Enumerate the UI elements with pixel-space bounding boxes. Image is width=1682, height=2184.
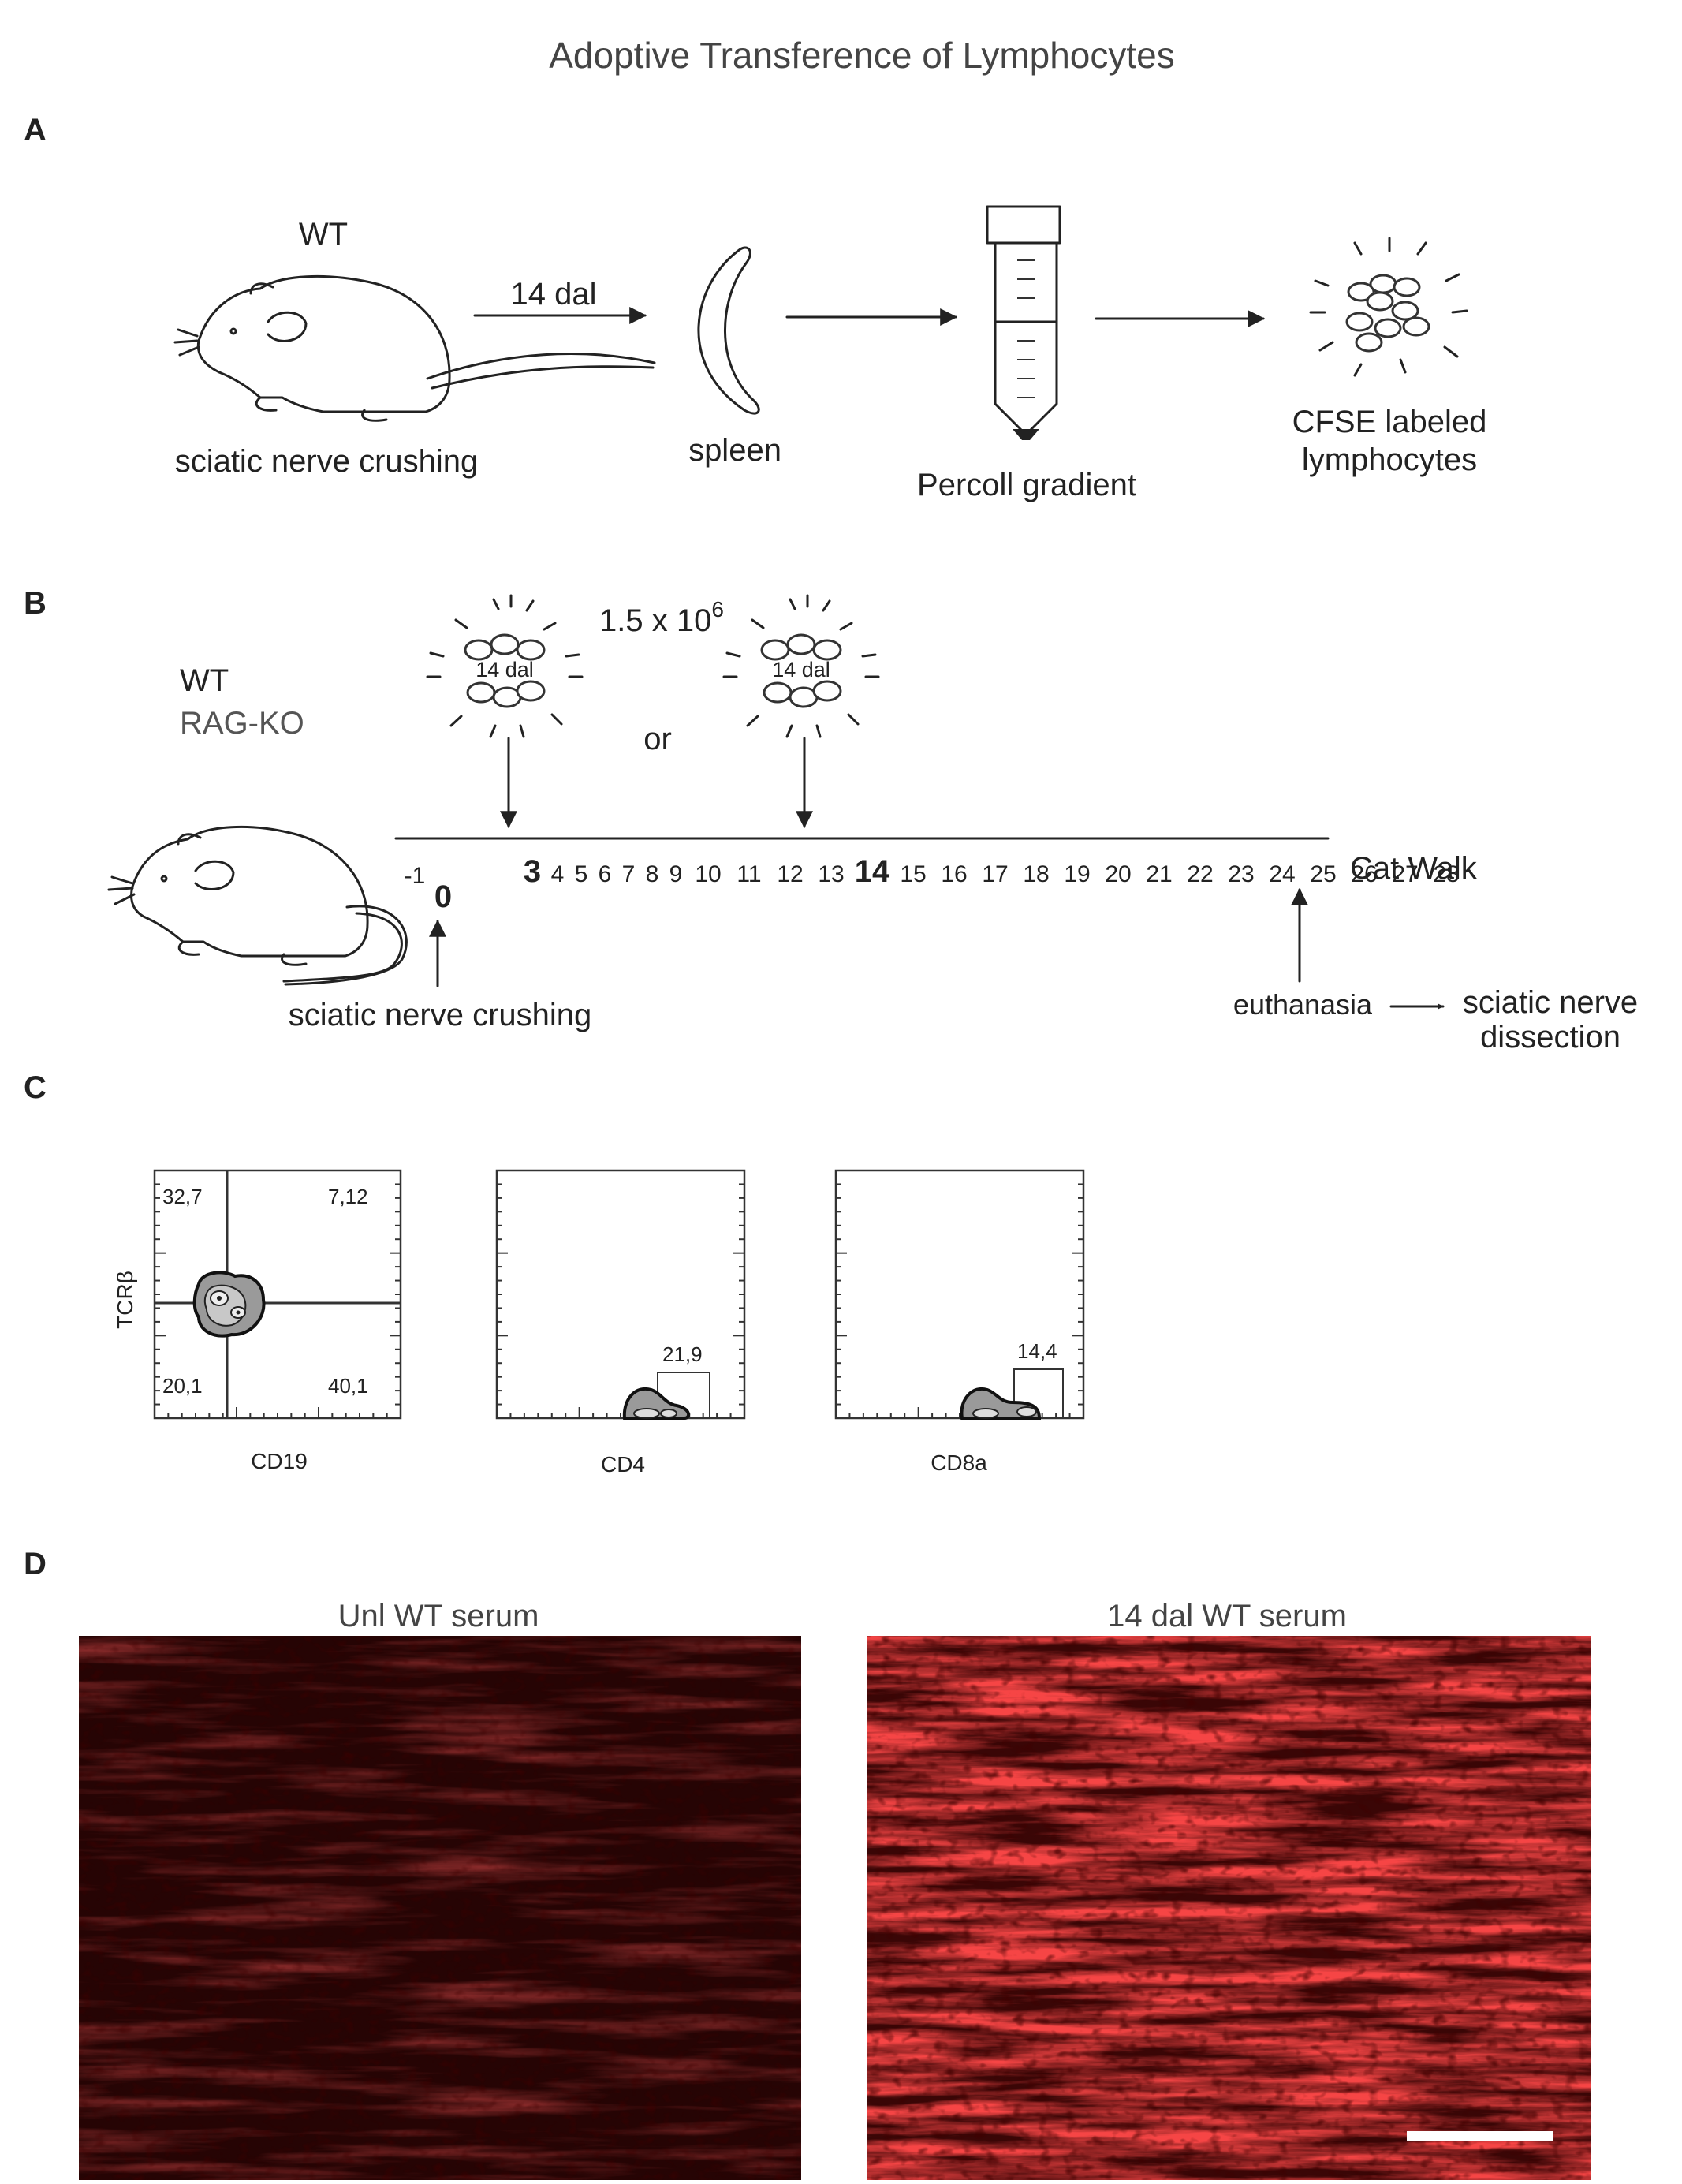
contour-cd8a	[960, 1387, 1042, 1420]
quadrant-bottom-right: 40,1	[328, 1374, 368, 1398]
gate-value-cd8a: 14,4	[1017, 1339, 1057, 1363]
panel-b-letter: B	[24, 586, 47, 621]
lymphocyte-cluster-icon	[1309, 237, 1468, 377]
cells-caption-line1: CFSE labeled	[1292, 405, 1487, 439]
or-label: or	[643, 722, 672, 756]
spleen-caption: spleen	[688, 433, 781, 468]
micrograph-unl-wt-serum	[79, 1636, 801, 2180]
timeline-tick-21: 21	[1146, 861, 1172, 887]
timeline-tick-6: 6	[599, 861, 612, 887]
timeline-end-label: Cat Walk	[1350, 851, 1478, 886]
euthanasia-label: euthanasia	[1233, 988, 1373, 1021]
timeline-tick-13: 13	[818, 861, 844, 887]
spleen-icon	[697, 246, 760, 415]
mouse-icon	[173, 274, 656, 422]
timeline-tick-12: 12	[777, 861, 803, 887]
panel-a: A WT sciatic nerve crushing 14 dal splee…	[24, 113, 1486, 502]
timeline-tick-28: 28	[1433, 861, 1459, 887]
flow-plot-cd8a: 14,4 CD8a	[834, 1169, 1085, 1475]
right-image-title: 14 dal WT serum	[1107, 1599, 1347, 1633]
panel-c-letter: C	[24, 1070, 47, 1105]
timeline-tick-23: 23	[1228, 861, 1254, 887]
timeline-tick-22: 22	[1187, 861, 1213, 887]
strain-wt-label: WT	[180, 663, 229, 698]
figure-title: Adoptive Transference of Lymphocytes	[549, 35, 1175, 76]
left-image-title: Unl WT serum	[338, 1599, 539, 1633]
cluster-day3-label: 14 dal	[476, 658, 534, 681]
quadrant-top-right: 7,12	[328, 1185, 368, 1208]
flow-plot-cd19: 32,7 7,12 20,1 40,1 CD19 TCRβ	[113, 1169, 402, 1473]
timeline-tick-4: 4	[551, 861, 565, 887]
panel-a-letter: A	[24, 113, 47, 147]
timeline-tick-7: 7	[622, 861, 636, 887]
x-axis-label-cd8a: CD8a	[931, 1450, 987, 1475]
timeline-tick-15: 15	[900, 861, 926, 887]
panel-d: D Unl WT serum 14 dal WT serum	[24, 1547, 1591, 2180]
contour-cd19	[192, 1271, 266, 1338]
gate-value-cd4: 21,9	[662, 1342, 703, 1366]
tube-caption: Percoll gradient	[917, 468, 1136, 502]
timeline-tick-17: 17	[982, 861, 1008, 887]
mouse-icon-b	[107, 825, 408, 986]
quadrant-bottom-left: 20,1	[162, 1374, 203, 1398]
quadrant-top-left: 32,7	[162, 1185, 203, 1208]
cell-dose-exponent: 6	[711, 597, 724, 622]
cell-dose-base: 1.5 x 10	[599, 603, 711, 638]
scale-bar	[1407, 2131, 1553, 2141]
cluster-day14-label: 14 dal	[772, 658, 830, 681]
timeline-tick-10: 10	[695, 861, 721, 887]
cell-dose-label: 1.5 x 106	[599, 597, 724, 638]
crush-label: sciatic nerve crushing	[289, 998, 592, 1032]
arrow-time-label: 14 dal	[511, 277, 597, 312]
timeline-tick-8: 8	[646, 861, 659, 887]
timeline-tick-19: 19	[1064, 861, 1090, 887]
timeline-tick-24: 24	[1269, 861, 1295, 887]
lymphocyte-cluster-day3: 14 dal	[426, 594, 584, 738]
x-axis-label-cd19: CD19	[251, 1449, 308, 1473]
panel-c: C 32,7 7,12 20,1 40,1 CD19 TCRβ	[24, 1070, 1085, 1477]
timeline-tick-9: 9	[669, 861, 683, 887]
timeline-tick-25: 25	[1310, 861, 1336, 887]
strain-ragko-label: RAG-KO	[180, 706, 304, 741]
panel-a-strain-label: WT	[299, 217, 348, 252]
contour-cd4	[622, 1387, 691, 1420]
flow-plot-cd4: 21,9 CD4	[495, 1169, 746, 1477]
dissection-label-line2: dissection	[1480, 1020, 1620, 1055]
timeline-tick-18: 18	[1023, 861, 1049, 887]
timeline-tick-16: 16	[941, 861, 967, 887]
cells-caption-line2: lymphocytes	[1302, 442, 1477, 477]
timeline-tick-14: 14	[855, 854, 890, 889]
timeline-tick-0: 0	[434, 879, 452, 914]
tube-icon	[986, 205, 1061, 440]
timeline-tick-3: 3	[524, 854, 541, 889]
x-axis-label-cd4: CD4	[601, 1452, 645, 1477]
y-axis-label-tcrb: TCRβ	[113, 1271, 137, 1329]
panel-d-letter: D	[24, 1547, 47, 1581]
timeline-tick-5: 5	[575, 861, 588, 887]
dissection-label-line1: sciatic nerve	[1463, 985, 1638, 1020]
lymphocyte-cluster-day14: 14 dal	[722, 594, 880, 738]
micrograph-14dal-wt-serum	[867, 1636, 1591, 2180]
timeline-tick-27: 27	[1392, 861, 1418, 887]
timeline-tick-11: 11	[737, 861, 761, 887]
timeline-tick--1: -1	[405, 863, 426, 889]
timeline-tick-20: 20	[1105, 861, 1131, 887]
panel-b: B WT RAG-KO 1.5 x 106 or 14 dal 14 dal	[24, 586, 1638, 1055]
timeline-tick-26: 26	[1351, 861, 1377, 887]
mouse-caption: sciatic nerve crushing	[175, 444, 479, 479]
